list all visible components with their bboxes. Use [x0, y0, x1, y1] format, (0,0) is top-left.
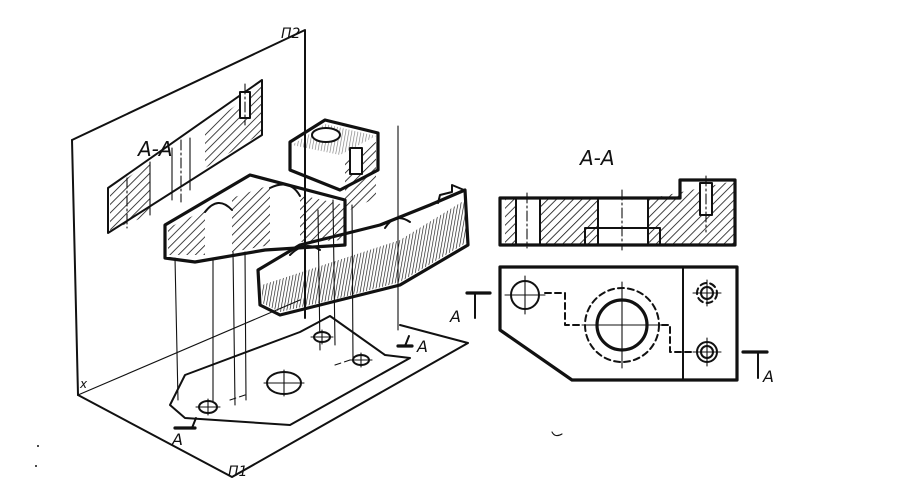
orthographic-drawing: А-А А А: [449, 146, 774, 386]
horizontal-projection-plane: [77, 299, 469, 478]
section-view: [498, 175, 737, 251]
cut-mark-label-plan-right: А: [762, 367, 774, 386]
pictorial-view: П2 П1 x А-А А А: [71, 26, 470, 480]
pictorial-section-title: А-А: [136, 137, 173, 161]
horizontal-plane-plan: [169, 315, 414, 430]
axis-label: x: [79, 377, 88, 391]
cut-mark-label-plan-left: А: [449, 307, 461, 326]
cut-mark-label-right: А: [416, 337, 428, 356]
drawing-section-title: А-А: [578, 146, 615, 170]
cut-mark-label-left: А: [171, 430, 183, 449]
projection-lines: [174, 199, 354, 411]
sectioned-part: [163, 118, 470, 331]
front-plane-section: [107, 79, 263, 234]
plan-view: [465, 265, 769, 382]
front-plane-label: П2: [281, 26, 301, 42]
horizontal-plane-label: П1: [228, 464, 247, 480]
